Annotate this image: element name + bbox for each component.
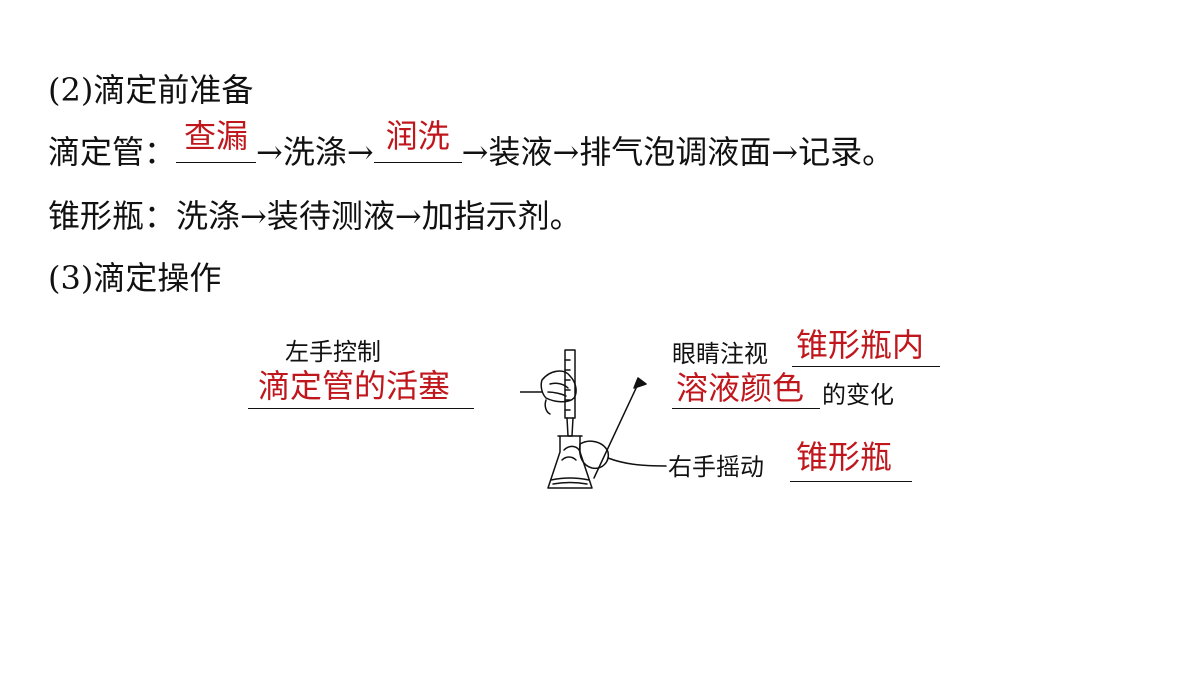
flask-prep-line: 锥形瓶：洗涤→装待测液→加指示剂。 xyxy=(48,197,582,235)
eye-sightline xyxy=(593,383,639,479)
right-hand-label: 右手摇动 xyxy=(668,453,764,481)
left-hand-answer: 滴定管的活塞 xyxy=(258,367,451,405)
eyes-answer-line-1: 锥形瓶内 xyxy=(796,326,925,364)
burette-prep-line: 滴定管：查漏→洗涤→ 润洗 →装液→排气泡调液面→记录。 xyxy=(48,120,895,172)
eyes-underline-2 xyxy=(672,408,820,409)
answer-rinse: 润洗 xyxy=(385,117,450,155)
eye-pointer-head xyxy=(633,377,647,389)
section-3-heading: (3)滴定操作 xyxy=(48,259,222,297)
blank-rinse: 润洗 xyxy=(373,120,462,163)
burette-remaining-steps: →装液→排气泡调液面→记录。 xyxy=(461,133,895,171)
burette-tip xyxy=(566,417,574,437)
eyes-answer-line-2: 溶液颜色 xyxy=(676,369,805,407)
wash-step: →洗涤→ xyxy=(256,133,374,171)
section-2-heading: (2)滴定前准备 xyxy=(48,71,254,109)
eyes-underline-1 xyxy=(792,366,940,367)
left-hand-drawing xyxy=(540,370,577,403)
left-hand-underline xyxy=(248,408,474,409)
left-hand-label: 左手控制 xyxy=(285,338,381,366)
right-hand-answer: 锥形瓶 xyxy=(796,438,893,476)
right-hand-underline xyxy=(790,481,912,482)
right-hand-drawing xyxy=(578,440,610,470)
eyes-label: 眼睛注视 xyxy=(672,340,768,368)
right-hand-pointer-line xyxy=(607,457,667,467)
titration-apparatus-illustration xyxy=(520,349,667,489)
blank-leak-check: 查漏 xyxy=(176,120,257,163)
conical-flask xyxy=(547,435,593,489)
burette-label: 滴定管： xyxy=(48,133,177,171)
eyes-suffix: 的变化 xyxy=(822,381,894,409)
flask-liquid-surface xyxy=(550,477,590,481)
answer-leak-check: 查漏 xyxy=(184,117,249,155)
